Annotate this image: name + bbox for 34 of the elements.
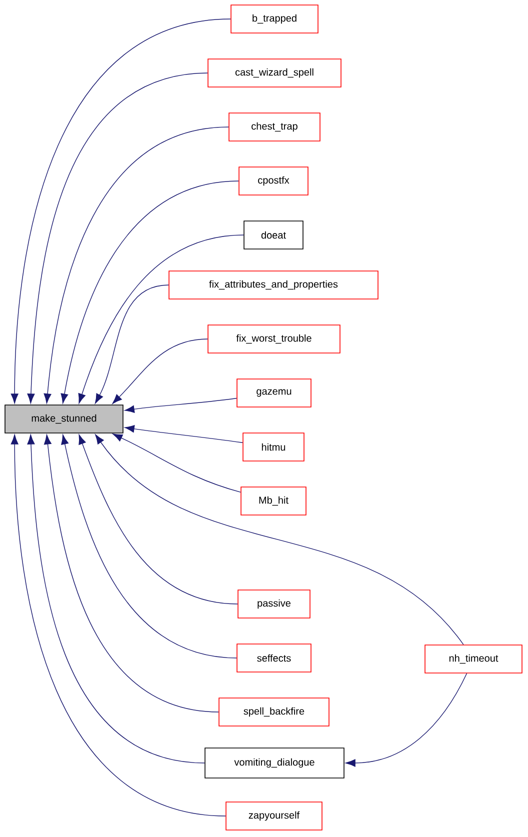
function-box: chest_trap xyxy=(228,112,320,142)
arrow xyxy=(95,434,464,645)
function-box: spell_backfire xyxy=(218,698,330,726)
arrow xyxy=(124,398,237,413)
function-box: fix_worst_trouble xyxy=(208,324,340,354)
arrow xyxy=(60,180,239,404)
arrow xyxy=(124,425,243,443)
arrow xyxy=(112,338,208,404)
function-box: vomiting_dialogue xyxy=(204,748,344,778)
function-box: cast_wizard_spell xyxy=(208,58,342,88)
function-box: cpostfx xyxy=(238,166,308,196)
function-box: hitmu xyxy=(242,432,304,462)
arrow xyxy=(112,434,241,493)
function-box: b_trapped xyxy=(230,4,318,34)
function-box: gazemu xyxy=(236,378,312,408)
arrow xyxy=(78,434,238,604)
arrow xyxy=(27,434,205,764)
function-box: zapyourself xyxy=(226,802,322,830)
arrow xyxy=(61,434,237,658)
function-box: nh_timeout xyxy=(424,644,522,674)
function-box: Mb_hit xyxy=(240,486,306,516)
arrow xyxy=(27,72,208,404)
arrow xyxy=(10,18,231,404)
arrow xyxy=(44,434,219,712)
function-box: doeat xyxy=(244,220,304,250)
function-box: make_stunned xyxy=(4,404,124,434)
arrow xyxy=(10,434,226,816)
arrow xyxy=(44,126,229,404)
arrow xyxy=(94,284,169,404)
arrow xyxy=(78,234,244,404)
function-box: passive xyxy=(238,590,310,618)
arrow xyxy=(346,673,468,767)
function-box: fix_attributes_and_properties xyxy=(168,270,378,300)
function-box: seffects xyxy=(236,644,312,672)
